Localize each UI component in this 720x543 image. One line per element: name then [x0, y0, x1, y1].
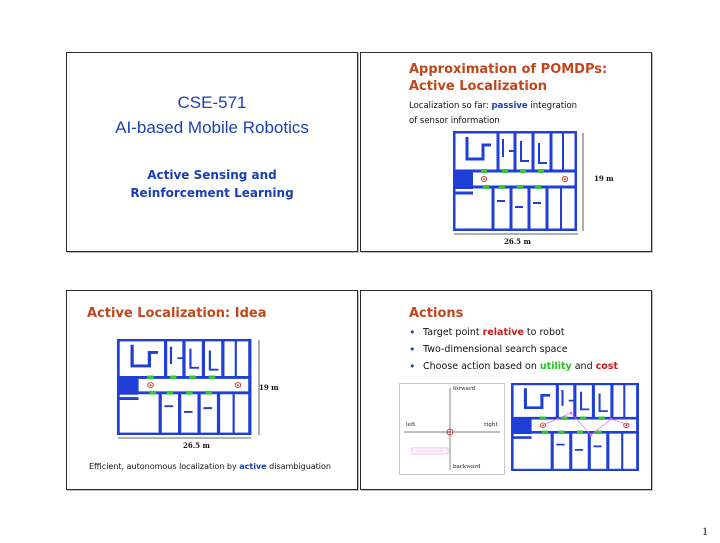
forward-label: forward: [453, 386, 476, 392]
keyword-relative: relative: [482, 327, 524, 338]
subtitle-line-2: Reinforcement Learning: [130, 186, 294, 200]
heading-line-1: Approximation of POMDPs:: [409, 62, 608, 77]
width-dimension-line: [454, 233, 578, 235]
body-line-2: of sensor information: [409, 116, 500, 126]
floor-plan-map: [511, 383, 639, 471]
slide-caption: Efficient, autonomous localization by ac…: [89, 462, 331, 471]
course-title: CSE-571 AI-based Mobile Robotics: [67, 90, 357, 140]
body-text: Localization so far:: [409, 101, 492, 111]
floor-plan-map: [453, 131, 577, 231]
slide-title: CSE-571 AI-based Mobile Robotics Active …: [66, 52, 358, 252]
bullet-text: Target point: [423, 327, 483, 338]
slide-approximation: Approximation of POMDPs: Active Localiza…: [360, 52, 652, 252]
bullet-item: • Target point relative to robot: [409, 324, 618, 341]
heading-line-2: Active Localization: [409, 79, 548, 94]
keyword-passive: passive: [491, 101, 528, 111]
action-space-diagram: forward backward left right: [399, 383, 505, 475]
keyword-utility: utility: [539, 361, 572, 372]
slide-heading: Approximation of POMDPs: Active Localiza…: [409, 61, 607, 95]
bullet-text: to robot: [523, 327, 565, 338]
lecture-subtitle: Active Sensing and Reinforcement Learnin…: [67, 166, 357, 202]
bullet-dot-icon: •: [409, 326, 416, 339]
backward-label: backward: [453, 464, 481, 470]
height-label: 19 m: [259, 383, 279, 392]
right-label: right: [484, 422, 498, 428]
height-label: 19 m: [594, 174, 614, 183]
page-number: 1: [702, 524, 708, 538]
slide-body: Localization so far: passive integration…: [409, 99, 577, 129]
caption-text: Efficient, autonomous localization by: [89, 462, 240, 471]
height-dimension-line: [258, 340, 260, 435]
slide-heading: Actions: [409, 306, 464, 321]
bullet-dot-icon: •: [409, 360, 416, 373]
body-line-1: Localization so far: passive integration: [409, 99, 577, 114]
left-label: left: [406, 422, 416, 428]
slide-actions: Actions • Target point relative to robot …: [360, 290, 652, 490]
width-label: 26.5 m: [183, 441, 210, 450]
height-dimension-line: [582, 133, 584, 231]
bullet-item: • Choose action based on utility and cost: [409, 358, 618, 375]
floor-plan-map: [117, 339, 253, 435]
body-text: integration: [527, 101, 578, 111]
keyword-cost: cost: [595, 361, 618, 372]
width-dimension-line: [118, 437, 251, 439]
bullet-text: and: [571, 361, 596, 372]
bullet-dot-icon: •: [409, 343, 416, 356]
width-label: 26.5 m: [504, 237, 531, 246]
keyword-active: active: [239, 462, 267, 471]
bullet-text: Choose action based on: [423, 361, 540, 372]
caption-text: disambiguation: [266, 462, 331, 471]
slide-active-localization-idea: Active Localization: Idea 19 m 26.5 m Ef…: [66, 290, 358, 490]
course-name: AI-based Mobile Robotics: [115, 118, 309, 137]
bullet-text: Two-dimensional search space: [423, 344, 568, 355]
course-code: CSE-571: [177, 93, 247, 112]
bullet-item: • Two-dimensional search space: [409, 341, 618, 358]
subtitle-line-1: Active Sensing and: [147, 168, 277, 182]
slide-heading: Active Localization: Idea: [87, 306, 267, 321]
bullet-list: • Target point relative to robot • Two-dim…: [409, 324, 618, 375]
action-axes: [404, 388, 500, 470]
